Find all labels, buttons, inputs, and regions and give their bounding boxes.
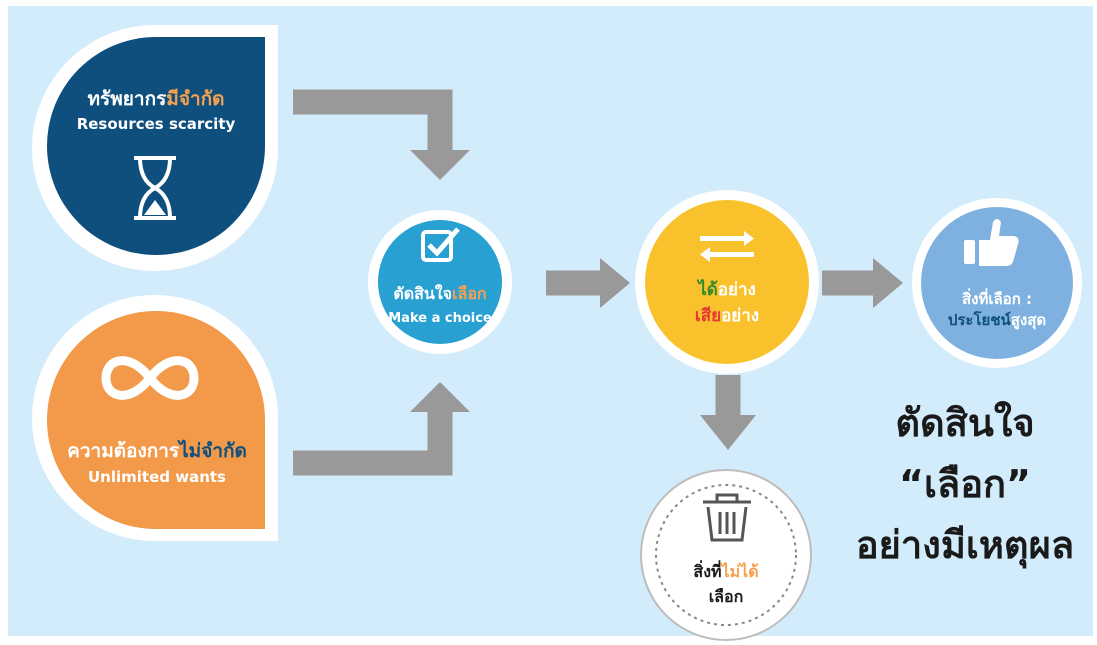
tradeoff-line1-rest: อย่าง <box>717 280 756 300</box>
trash-can-icon <box>703 493 751 542</box>
benefit-line2-highlight: ประโยชน์ <box>947 311 1011 329</box>
arrowhead-right-icon <box>873 258 903 308</box>
tradeoff-line1: ได้อย่าง <box>667 276 787 303</box>
benefit-circle <box>912 198 1082 368</box>
benefit-line1: สิ่งที่เลือก : <box>962 290 1032 308</box>
wants-title: ความต้องการไม่จำกัด <box>42 436 272 466</box>
hourglass-icon <box>134 156 176 220</box>
resources-title-highlight: มีจำกัด <box>166 88 225 110</box>
choice-subtitle: Make a choice <box>388 311 492 326</box>
tradeoff-loss-word: เสีย <box>694 306 722 326</box>
wants-shape <box>32 295 278 541</box>
choice-title-highlight: เลือก <box>452 284 487 303</box>
caption-line3: อย่างมีเหตุผล <box>855 523 1075 567</box>
tradeoff-line2: เสียอย่าง <box>667 302 787 329</box>
choice-title-prefix: ตัดสินใจ <box>393 284 453 303</box>
arrowhead-up-icon <box>410 382 470 412</box>
tradeoff-line2-rest: อย่าง <box>721 306 760 326</box>
infinity-icon <box>101 356 199 400</box>
choice-circle <box>368 210 512 354</box>
unchosen-line1-prefix: สิ่งที่ <box>693 562 722 581</box>
wants-subtitle: Unlimited wants <box>88 468 226 486</box>
arrowhead-right-icon <box>600 258 630 308</box>
choice-title: ตัดสินใจเลือก <box>380 282 500 307</box>
tradeoff-gain-word: ได้ <box>698 280 718 300</box>
unchosen-circle <box>640 469 812 641</box>
arrowhead-down-icon <box>700 415 756 450</box>
arrow-heads <box>410 150 903 450</box>
unchosen-line1: สิ่งที่ไม่ได้ <box>666 560 786 585</box>
tradeoff-circle <box>635 190 819 374</box>
arrow-lines <box>293 89 873 476</box>
resources-title-prefix: ทรัพยากร <box>87 88 167 110</box>
caption-line1: ตัดสินใจ <box>895 401 1035 445</box>
benefit-line2: ประโยชน์สูงสุด <box>932 308 1062 332</box>
unchosen-line1-highlight: ไม่ได้ <box>721 562 759 581</box>
resources-subtitle: Resources scarcity <box>76 115 236 133</box>
unchosen-line2: เลือก <box>708 587 744 606</box>
benefit-line2-rest: สูงสุด <box>1010 311 1047 329</box>
arrow-resources-to-choice <box>293 89 453 150</box>
caption-line2: “เลือก” <box>898 462 1032 506</box>
arrow-wants-to-choice <box>293 412 453 476</box>
wants-title-highlight: ไม่จำกัด <box>179 440 247 462</box>
wants-title-prefix: ความต้องการ <box>67 440 180 462</box>
resources-title: ทรัพยากรมีจำกัด <box>46 84 266 114</box>
thumbs-up-icon <box>964 219 1019 266</box>
resources-shape <box>32 25 278 271</box>
arrowhead-down-icon <box>410 150 470 180</box>
checkbox-icon <box>421 227 460 262</box>
exchange-arrows-icon <box>700 231 754 262</box>
